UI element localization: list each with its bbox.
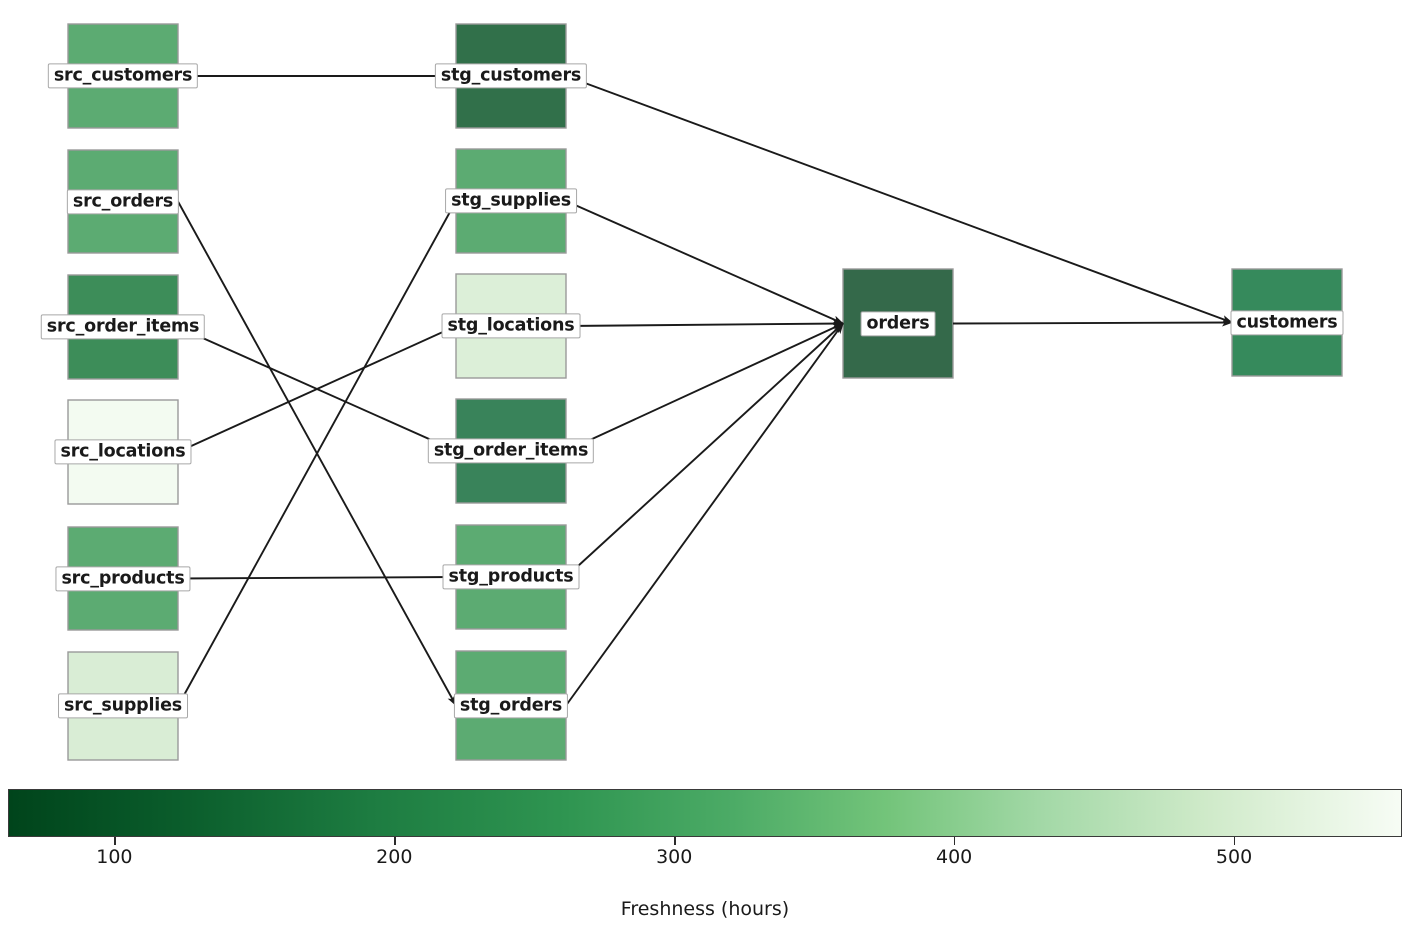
node-label-src_order_items[interactable]: src_order_items: [40, 314, 206, 340]
edge-orders-to-customers: [952, 318, 1233, 327]
node-label-src_orders[interactable]: src_orders: [66, 188, 180, 215]
node-label-stg_locations[interactable]: stg_locations: [441, 313, 581, 339]
colorbar-tick: [1234, 837, 1236, 845]
node-label-stg_products[interactable]: stg_products: [442, 564, 580, 590]
node-rect-group: [67, 23, 1343, 761]
colorbar-gradient: [9, 790, 1401, 836]
edge-stg_order_items-to-orders: [565, 322, 844, 452]
edge-stg_supplies-to-orders: [565, 200, 844, 325]
colorbar: [8, 789, 1402, 837]
node-label-stg_order_items[interactable]: stg_order_items: [427, 438, 595, 464]
colorbar-tick-label: 100: [96, 846, 133, 868]
colorbar-title: Freshness (hours): [620, 898, 790, 920]
node-label-src_customers[interactable]: src_customers: [47, 63, 199, 89]
edge-stg_orders-to-orders: [565, 322, 844, 707]
node-label-src_locations[interactable]: src_locations: [54, 439, 192, 465]
colorbar-tick: [114, 837, 116, 845]
node-label-src_supplies[interactable]: src_supplies: [58, 693, 188, 719]
node-label-customers[interactable]: customers: [1230, 309, 1344, 336]
edge-src_locations-to-stg_locations: [177, 325, 457, 453]
node-label-orders[interactable]: orders: [860, 310, 936, 337]
node-label-stg_supplies[interactable]: stg_supplies: [445, 188, 577, 214]
edge-group: [177, 75, 1233, 707]
colorbar-tick-label: 300: [656, 846, 693, 868]
edge-stg_locations-to-orders: [565, 319, 844, 328]
edge-src_products-to-stg_products: [177, 573, 457, 582]
colorbar-tick-label: 400: [935, 846, 973, 868]
edge-stg_customers-to-customers: [565, 75, 1233, 324]
edge-stg_products-to-orders: [565, 322, 844, 578]
colorbar-tick: [954, 837, 956, 845]
node-label-src_products[interactable]: src_products: [55, 565, 191, 592]
node-label-stg_orders[interactable]: stg_orders: [453, 692, 569, 719]
colorbar-tick: [394, 837, 396, 845]
node-label-stg_customers[interactable]: stg_customers: [434, 63, 588, 89]
colorbar-tick-label: 500: [1215, 846, 1253, 868]
colorbar-tick: [674, 837, 676, 845]
edge-src_supplies-to-stg_supplies: [177, 200, 457, 707]
colorbar-tick-label: 200: [376, 846, 413, 868]
